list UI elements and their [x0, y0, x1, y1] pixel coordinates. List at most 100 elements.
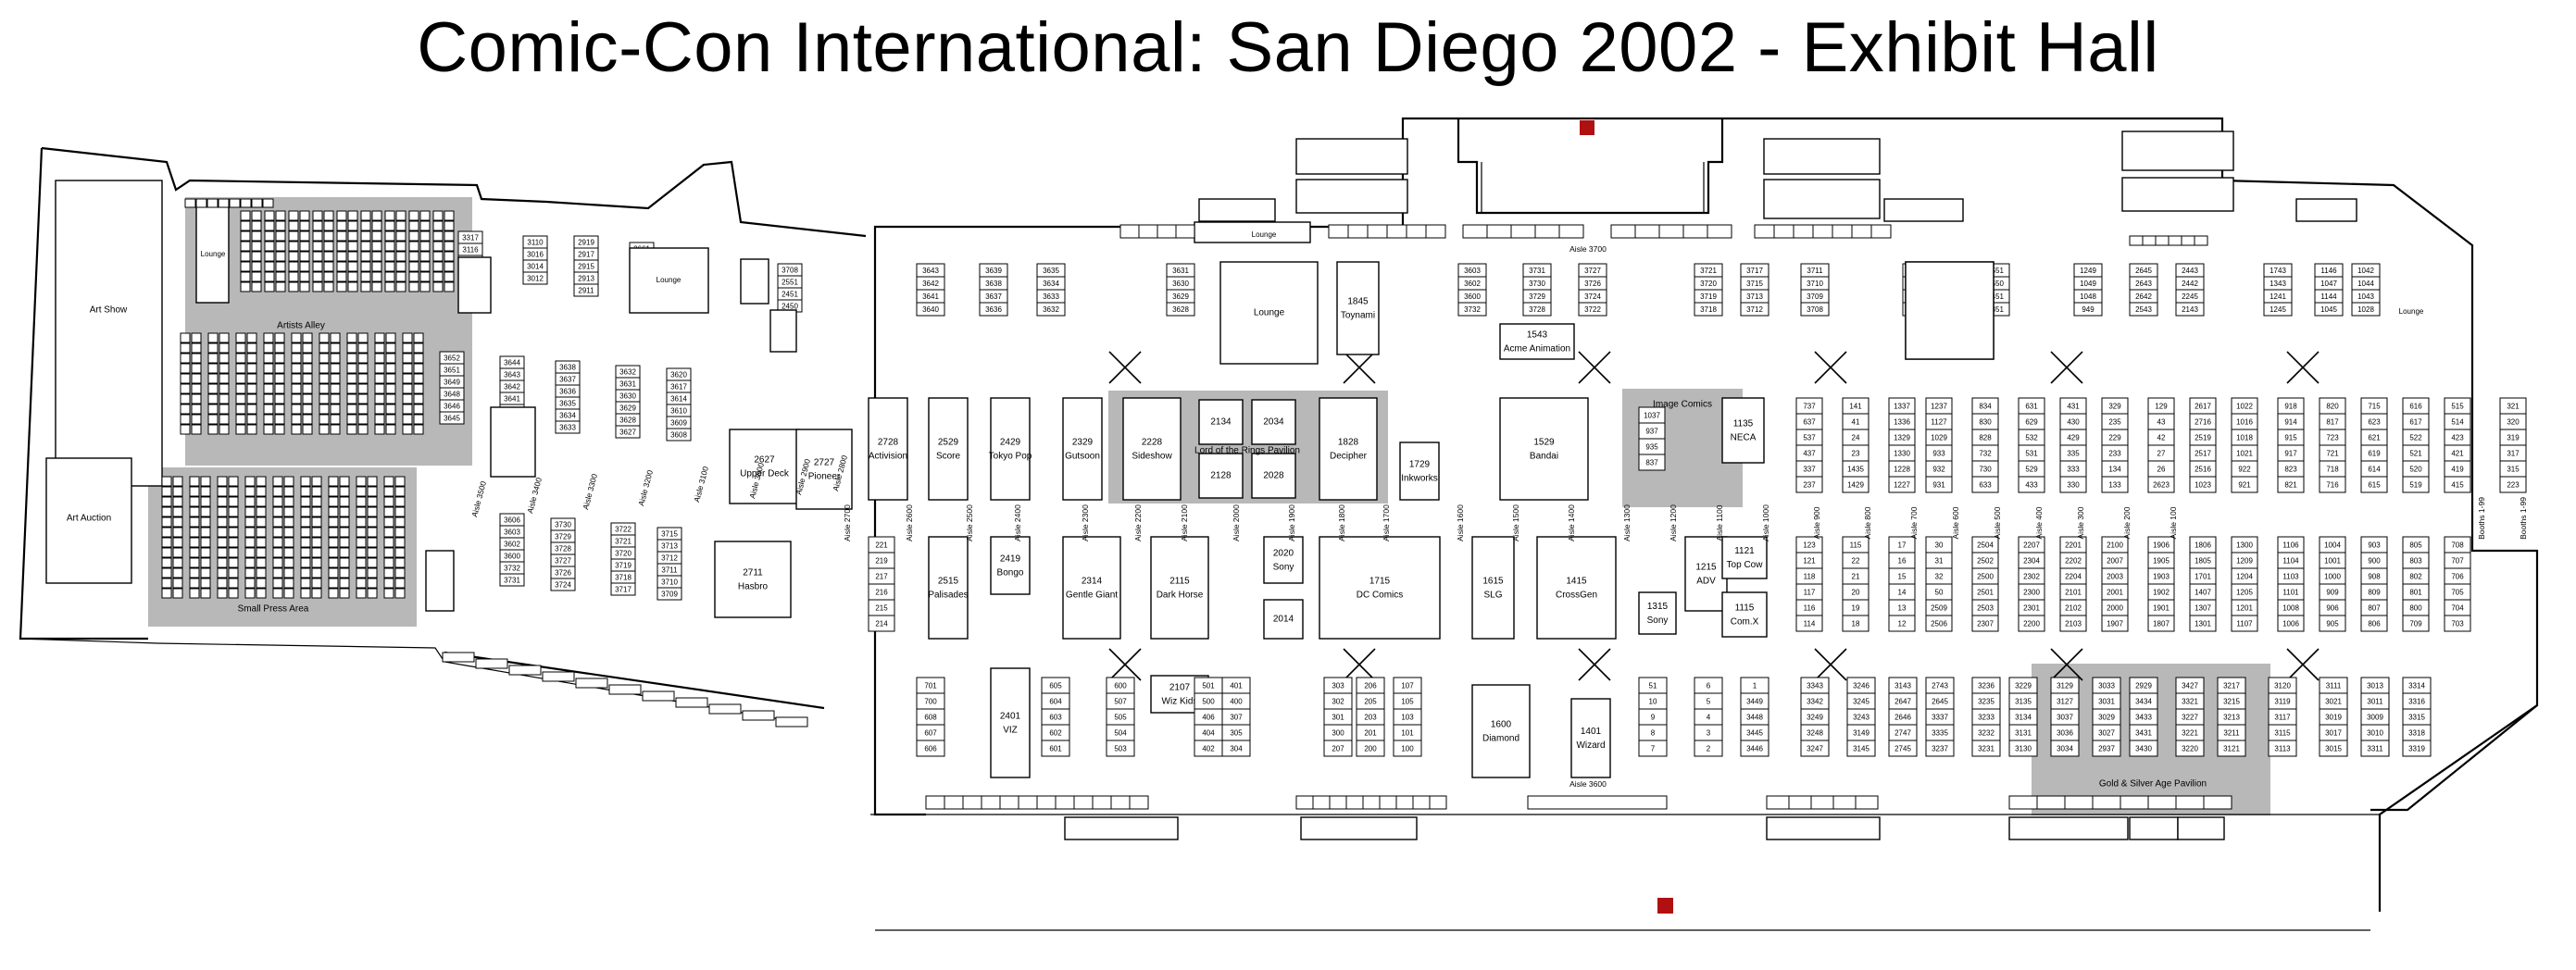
small-press-table: [189, 516, 200, 528]
small-press-table: [394, 516, 406, 528]
booth-lower-row-label: 2645: [1932, 698, 1948, 706]
artists-alley-table: [384, 230, 395, 242]
artists-alley-table: [275, 251, 286, 262]
booth-37xx: [1634, 224, 1660, 239]
booth-upper-row: [1522, 302, 1552, 317]
lounge-label: Lounge: [1252, 230, 1277, 239]
small-press-table: [339, 547, 350, 558]
artists-alley-table: [402, 393, 413, 404]
booth-lower-row-label: 1: [1753, 682, 1757, 690]
artists-alley-table: [444, 210, 455, 221]
booth-lower-row-label: 3449: [1746, 698, 1763, 706]
booth-upper-row-label: 1047: [2320, 280, 2337, 288]
booth-middle-row-label: 1300: [2236, 541, 2253, 550]
small-press-table: [272, 588, 283, 599]
artists-alley-table: [346, 332, 357, 343]
artists-alley-table: [240, 241, 251, 252]
artists-alley-table: [246, 414, 257, 425]
booth-upper-row-label: 1045: [2320, 305, 2337, 314]
booth-top-strip: [2129, 235, 2144, 246]
small-press-table: [217, 476, 228, 487]
booth-36xx: [1055, 795, 1075, 810]
artists-alley-table: [336, 251, 347, 262]
major-booth-1715-number: 1715: [1369, 577, 1391, 587]
artists-alley-table: [319, 342, 330, 354]
booth-middle-row-label: 431: [2067, 403, 2080, 411]
booth-upper-row-label: 3711: [1807, 267, 1823, 275]
artists-alley-table: [274, 404, 285, 415]
artists-alley-table: [240, 230, 251, 242]
booth-lower-row: [2175, 740, 2205, 757]
annex-booth-label: 3645: [444, 415, 460, 423]
booth-middle-row-label: 615: [2368, 481, 2381, 490]
artists-alley-table: [263, 373, 274, 384]
artists-alley-table: [291, 353, 302, 364]
aisle-label: Aisle 3400: [525, 476, 544, 514]
major-booth-1828-name: Decipher: [1330, 452, 1368, 462]
artists-alley-table: [384, 271, 395, 282]
major-booth-2028-number: 2028: [1263, 471, 1284, 481]
booth-upper-row-label: 1249: [2080, 267, 2096, 275]
major-booth-1543: [1499, 323, 1575, 360]
booth-36xx: [944, 795, 964, 810]
annex-booth: [555, 420, 581, 434]
booth-middle-row-label: 1330: [1894, 450, 1910, 458]
booth-top-strip: [2194, 235, 2208, 246]
artists-alley-table: [288, 210, 299, 221]
small-press-table: [328, 547, 339, 558]
booth-lower-row-label: 608: [924, 714, 937, 722]
booth-middle-row: [2231, 476, 2258, 493]
booth-middle-row-label: 737: [1803, 403, 1816, 411]
major-booth-2115: [1150, 536, 1209, 640]
booth-36xx: [1018, 795, 1038, 810]
booth-middle-row: [2277, 476, 2305, 493]
artists-alley-top-strip: [206, 198, 219, 208]
booth-middle-row-label: 20: [1852, 589, 1860, 597]
booth-upper-row-label: 1043: [2357, 292, 2374, 301]
booth-middle-row-label: 2001: [2107, 589, 2123, 597]
small-press-table: [356, 476, 367, 487]
booth-middle-row-label: 2300: [2023, 589, 2040, 597]
booth-upper-row-label: 3708: [1807, 305, 1823, 314]
artists-alley-table: [347, 271, 358, 282]
artists-alley-table: [291, 383, 302, 394]
booth-middle-row-label: 1301: [2195, 620, 2211, 628]
small-press-table: [256, 578, 267, 589]
artists-alley-table: [408, 271, 419, 282]
artists-alley-table: [264, 210, 275, 221]
small-press-table: [172, 578, 183, 589]
artists-alley-table: [323, 281, 334, 292]
booth-37xx: [1754, 224, 1775, 239]
booth-37xx: [1682, 224, 1708, 239]
booth-upper-row-label: 3630: [1172, 280, 1189, 288]
small-press-table: [244, 496, 256, 507]
booth-lower-row-label: 3434: [2135, 698, 2152, 706]
artists-alley-table: [330, 353, 341, 364]
booth-middle-row-label: 2506: [1931, 620, 1947, 628]
artists-alley-table: [357, 332, 369, 343]
artists-alley-table: [319, 424, 330, 435]
booth-middle-row-label: 215: [875, 604, 888, 613]
major-booth-1315: [1638, 591, 1677, 635]
small-press-table: [383, 588, 394, 599]
artists-alley-table: [299, 241, 310, 252]
small-press-table: [272, 537, 283, 548]
artists-alley-table: [347, 220, 358, 231]
annex-booth-label: 3727: [555, 557, 571, 566]
booth-middle-row: [2319, 476, 2346, 493]
booth-middle-row: [2319, 615, 2346, 632]
annex-booth: [666, 428, 692, 441]
artists-alley-table: [346, 393, 357, 404]
artists-alley-table: [385, 342, 396, 354]
booth-lower-row-label: 8: [1651, 729, 1656, 738]
booth-lower-row: [2092, 740, 2121, 757]
annex-booth-label: 3012: [527, 275, 544, 283]
major-booth-1415: [1536, 536, 1617, 640]
artists-alley-table: [274, 424, 285, 435]
booth-36xx: [999, 795, 1019, 810]
booth-middle-row-label: 315: [2507, 466, 2520, 474]
booth-lower-row-label: 2745: [1894, 745, 1911, 753]
artists-alley-table: [395, 251, 406, 262]
aisle-label: Aisle 2200: [1133, 504, 1143, 541]
booth-upper-row-label: 3600: [1464, 292, 1481, 301]
